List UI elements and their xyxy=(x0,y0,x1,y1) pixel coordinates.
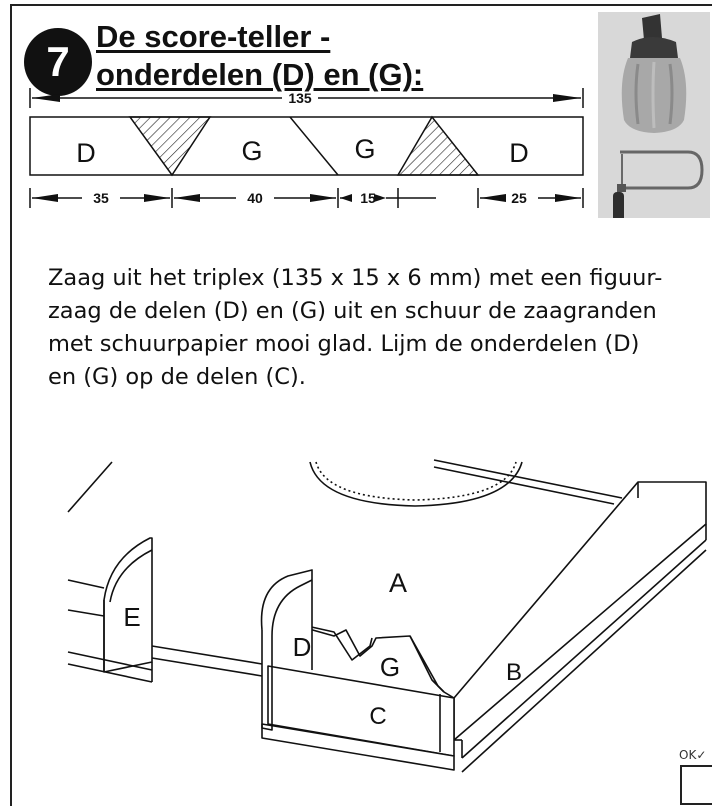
dimension-35: 35 xyxy=(93,190,109,206)
waste-piece-1 xyxy=(128,116,212,177)
total-length-label: 135 xyxy=(288,90,312,106)
rail-bottom xyxy=(151,657,263,677)
part-label-d-right: D xyxy=(509,138,529,168)
part-label-d-left: D xyxy=(76,138,96,168)
board-b xyxy=(453,481,707,773)
dimension-15: 15 xyxy=(360,190,376,206)
total-dimension-line xyxy=(29,88,584,108)
step-title-line-1: De score-teller - xyxy=(96,19,331,54)
step-title-line-2: onderdelen (D) en (G): xyxy=(96,57,424,92)
groove-line-1 xyxy=(433,459,623,499)
groove-line-2 xyxy=(433,466,615,505)
board-outline xyxy=(29,116,584,176)
ok-checkbox[interactable] xyxy=(680,765,712,805)
profile-d-g xyxy=(269,617,445,693)
glue-bottle-icon xyxy=(621,14,687,133)
block-c xyxy=(261,665,455,771)
rail-top xyxy=(151,645,263,665)
segment-dimension-arrows xyxy=(32,194,581,202)
hole-arc xyxy=(309,461,523,507)
dimension-40: 40 xyxy=(247,190,263,206)
label-g: G xyxy=(380,652,400,682)
hole-arc-inner xyxy=(315,461,517,501)
assembly-illustration: A B C D E G xyxy=(67,459,707,773)
dimension-25: 25 xyxy=(511,190,527,206)
instruction-line-1: Zaag uit het triplex (135 x 15 x 6 mm) m… xyxy=(48,265,663,291)
cut-diagram: 135 D G G D 35 40 15 25 xyxy=(29,88,584,208)
tools-panel xyxy=(598,12,710,222)
label-b: B xyxy=(506,659,522,686)
label-e: E xyxy=(123,602,140,632)
instruction-line-2: zaag de delen (D) en (G) uit en schuur d… xyxy=(48,298,657,324)
block-e xyxy=(67,537,153,683)
label-c: C xyxy=(369,703,386,730)
waste-piece-2 xyxy=(396,115,480,176)
instruction-line-3: met schuurpapier mooi glad. Lijm de onde… xyxy=(48,331,640,357)
fretsaw-icon xyxy=(613,150,704,222)
step-title: De score-teller - onderdelen (D) en (G): xyxy=(96,18,516,94)
step-number: 7 xyxy=(46,38,70,85)
page-frame xyxy=(10,4,712,806)
instruction-line-4: en (G) op de delen (C). xyxy=(48,364,306,390)
step-number-badge: 7 xyxy=(24,28,92,96)
end-piece xyxy=(260,569,313,731)
label-a: A xyxy=(389,568,407,598)
board-a-left-edge xyxy=(67,461,113,513)
part-label-g-right: G xyxy=(354,134,375,164)
instructions-paragraph: Zaag uit het triplex (135 x 15 x 6 mm) m… xyxy=(48,262,678,394)
part-label-g-left: G xyxy=(241,136,262,166)
label-d: D xyxy=(293,632,312,662)
ok-check-label: OK✓ xyxy=(679,748,707,762)
cut-line xyxy=(289,116,339,176)
